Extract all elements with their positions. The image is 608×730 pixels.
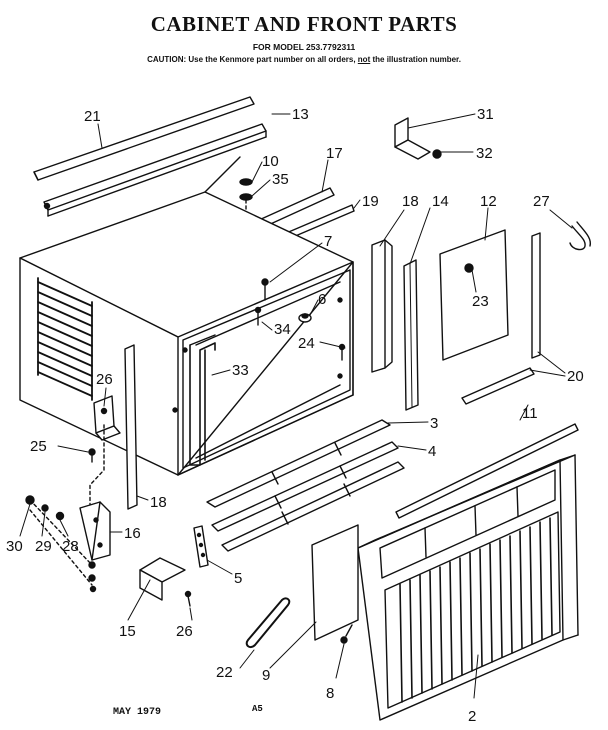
callout-24: 24 bbox=[298, 335, 315, 352]
grommet-6 bbox=[298, 313, 312, 323]
callout-34: 34 bbox=[274, 321, 291, 338]
side-panel-12 bbox=[439, 229, 509, 361]
screw-23 bbox=[464, 263, 474, 273]
callout-14: 14 bbox=[432, 193, 449, 210]
side-channel-18 bbox=[371, 239, 393, 373]
caution-note: CAUTION: Use the Kenmore part number on … bbox=[0, 55, 608, 64]
callout-2: 2 bbox=[468, 708, 476, 725]
callout-10: 10 bbox=[262, 153, 279, 170]
callout-8: 8 bbox=[326, 685, 334, 702]
callout-18-upper: 18 bbox=[402, 193, 419, 210]
caution-suffix: the illustration number. bbox=[372, 55, 461, 64]
cabinet-louvers bbox=[37, 277, 93, 401]
louver-set-3 bbox=[206, 419, 391, 508]
washers-lower bbox=[88, 561, 97, 593]
bracket-16 bbox=[79, 501, 111, 561]
seal-strips-20 bbox=[461, 232, 541, 405]
callout-26-lower: 26 bbox=[176, 623, 193, 640]
page-title: CABINET AND FRONT PARTS bbox=[150, 12, 458, 36]
front-grille-2 bbox=[311, 454, 579, 721]
gasket-14 bbox=[403, 259, 419, 411]
screw-25 bbox=[88, 448, 96, 463]
screw-26-lower bbox=[184, 590, 192, 607]
callout-25: 25 bbox=[30, 438, 47, 455]
clip-27 bbox=[569, 221, 592, 251]
callout-20: 20 bbox=[567, 368, 584, 385]
callout-31: 31 bbox=[477, 106, 494, 123]
footer-date: MAY 1979 bbox=[113, 707, 162, 718]
callout-3: 3 bbox=[430, 415, 438, 432]
callout-7: 7 bbox=[324, 233, 332, 250]
callout-22: 22 bbox=[216, 664, 233, 681]
top-strip-13 bbox=[43, 123, 267, 217]
callout-35: 35 bbox=[272, 171, 289, 188]
callout-28: 28 bbox=[62, 538, 79, 555]
side-rail-18-lower bbox=[124, 344, 138, 510]
model-line: FOR MODEL 253.7792311 bbox=[252, 42, 356, 52]
trim-strip-11 bbox=[395, 423, 579, 519]
screw-7 bbox=[261, 278, 269, 301]
leader-lines bbox=[19, 113, 573, 699]
screw-8 bbox=[340, 624, 353, 644]
bracket-31 bbox=[394, 117, 431, 160]
bracket-26-upper bbox=[93, 395, 121, 441]
callout-18-lower: 18 bbox=[150, 494, 167, 511]
callout-numbers: 21 13 31 32 10 35 17 19 18 14 12 27 7 6 … bbox=[6, 106, 584, 725]
callout-15: 15 bbox=[119, 623, 136, 640]
bracket-15 bbox=[139, 557, 186, 601]
callout-4: 4 bbox=[428, 443, 436, 460]
caution-prefix: CAUTION: Use the Kenmore part number on … bbox=[147, 55, 356, 64]
callout-30: 30 bbox=[6, 538, 23, 555]
callout-27: 27 bbox=[533, 193, 550, 210]
callout-23: 23 bbox=[472, 293, 489, 310]
callout-16: 16 bbox=[124, 525, 141, 542]
callout-13: 13 bbox=[292, 106, 309, 123]
bracket-5 bbox=[193, 525, 209, 568]
footer-code: A5 bbox=[252, 704, 263, 714]
callout-11: 11 bbox=[522, 405, 538, 422]
callout-29: 29 bbox=[35, 538, 52, 555]
filter-handle-22 bbox=[245, 597, 291, 649]
callout-12: 12 bbox=[480, 193, 497, 210]
grille-louvers bbox=[399, 517, 553, 703]
callout-32: 32 bbox=[476, 145, 493, 162]
callout-26-upper: 26 bbox=[96, 371, 113, 388]
washer-28 bbox=[55, 511, 65, 521]
washer-29 bbox=[41, 504, 49, 512]
top-strip-21 bbox=[33, 96, 255, 181]
callout-17: 17 bbox=[326, 145, 343, 162]
callout-9: 9 bbox=[262, 667, 270, 684]
callout-33: 33 bbox=[232, 362, 249, 379]
callout-6: 6 bbox=[318, 291, 326, 308]
screw-32 bbox=[432, 149, 442, 159]
louver-set-4 bbox=[211, 441, 405, 552]
callout-5: 5 bbox=[234, 570, 242, 587]
caution-not: not bbox=[357, 55, 371, 64]
callout-21: 21 bbox=[84, 108, 101, 125]
screw-34 bbox=[254, 306, 262, 326]
callout-19: 19 bbox=[362, 193, 379, 210]
